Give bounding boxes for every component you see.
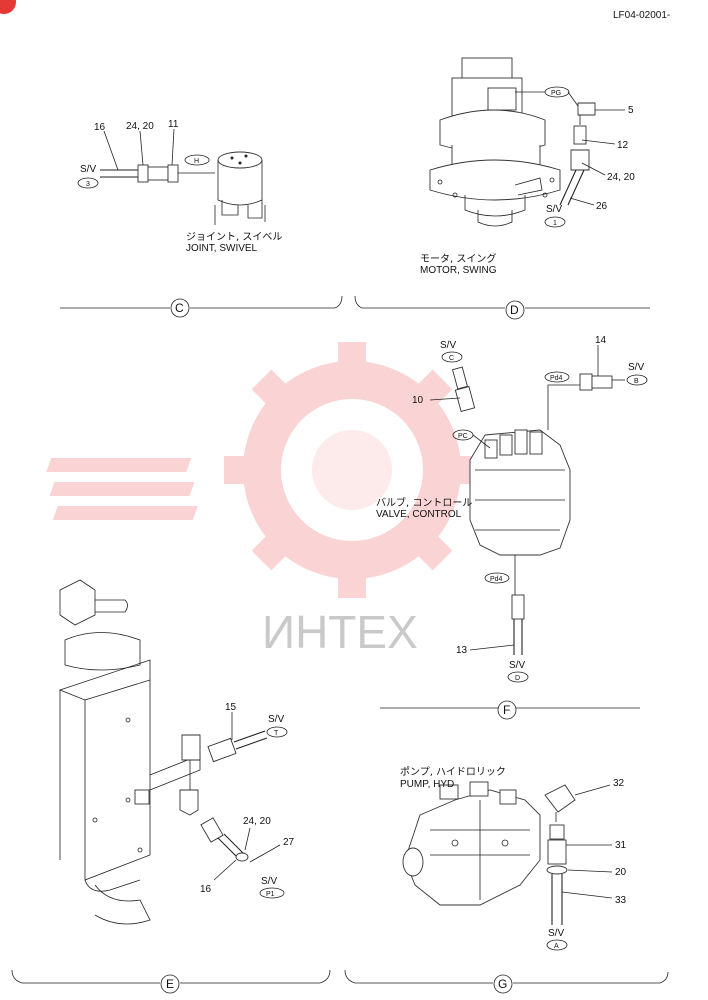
sv-label-f-bottom: S/V xyxy=(509,660,525,671)
sv-label: S/V xyxy=(80,164,96,175)
callout-15: 15 xyxy=(225,702,237,713)
section-c-name-en: JOINT, SWIVEL xyxy=(186,243,258,254)
watermark-text: ИНТЕХ xyxy=(262,606,418,658)
callout-24-20-e: 24, 20 xyxy=(243,816,271,827)
callout-5: 5 xyxy=(628,105,634,116)
sv-label-f-top: S/V xyxy=(440,340,456,351)
corner-mark-icon xyxy=(0,0,16,14)
sv-label-e-p1: S/V xyxy=(261,876,277,887)
section-d: PG 5 12 24, 20 26 S/V 1 モータ, スイング MOTOR,… xyxy=(354,57,650,320)
sv-code-f-bottom: D xyxy=(515,675,520,682)
port-tag-pc: PC xyxy=(458,433,468,440)
callout-12: 12 xyxy=(617,140,629,151)
section-e: 15 S/V T 24, 20 27 S/V P1 16 E xyxy=(11,579,331,994)
section-letter-e: E xyxy=(166,977,174,991)
callout-16-e: 16 xyxy=(200,884,212,895)
section-c: 16 24, 20 11 S/V 3 H ジョイント, スイベル JOINT, … xyxy=(60,119,343,318)
section-d-name-jp: モータ, スイング xyxy=(420,252,496,265)
sv-code-f-top: C xyxy=(449,355,454,362)
section-letter-g: G xyxy=(498,977,507,991)
port-tag-pd4-bottom: Pd4 xyxy=(490,576,503,583)
callout-11: 11 xyxy=(168,119,179,130)
sv-code-f-right: B xyxy=(634,378,639,385)
section-g-name-jp: ポンプ, ハイドロリック xyxy=(400,766,506,778)
callout-24-20-d: 24, 20 xyxy=(607,172,635,183)
section-letter-d: D xyxy=(510,303,519,317)
section-letter-c: C xyxy=(175,301,184,315)
section-g: 32 31 20 33 S/V A ポンプ, ハイドロリック PUMP, HYD… xyxy=(344,766,669,994)
callout-26: 26 xyxy=(596,201,608,212)
section-f-name-en: VALVE, CONTROL xyxy=(376,509,462,520)
callout-27: 27 xyxy=(283,837,295,848)
watermark-gear-icon xyxy=(46,342,480,598)
callout-32: 32 xyxy=(613,778,625,789)
sv-code-e-t: T xyxy=(274,730,279,737)
callout-20: 20 xyxy=(615,867,627,878)
callout-13: 13 xyxy=(456,645,468,656)
doc-code: LF04-02001- xyxy=(613,10,670,21)
callout-33: 33 xyxy=(615,895,627,906)
callout-24-20: 24, 20 xyxy=(126,121,154,132)
sv-label-e-t: S/V xyxy=(268,714,284,725)
port-tag-pd4-top: Pd4 xyxy=(550,375,563,382)
sv-label-f-right: S/V xyxy=(628,362,644,373)
sv-label-g: S/V xyxy=(548,928,564,939)
sv-code-e-p1: P1 xyxy=(266,891,275,898)
port-tag-h: H xyxy=(194,158,199,165)
section-f: S/V C 10 14 S/V B Pd4 PC Pd4 13 S/V D バル… xyxy=(376,335,648,720)
section-c-name-jp: ジョイント, スイベル xyxy=(186,231,282,243)
sv-label-d: S/V xyxy=(546,204,562,215)
sv-code-g: A xyxy=(554,943,559,950)
sv-number: 3 xyxy=(86,181,90,188)
sv-number-d: 1 xyxy=(553,220,557,227)
callout-10: 10 xyxy=(412,395,424,406)
callout-31: 31 xyxy=(615,840,627,851)
section-f-name-jp: バルブ, コントロール xyxy=(376,496,472,509)
callout-14: 14 xyxy=(595,335,607,346)
section-g-name-en: PUMP, HYD xyxy=(400,779,454,790)
callout-16: 16 xyxy=(94,122,106,133)
section-d-name-en: MOTOR, SWING xyxy=(420,265,497,276)
port-tag-pg: PG xyxy=(551,90,561,97)
section-letter-f: F xyxy=(503,703,510,717)
